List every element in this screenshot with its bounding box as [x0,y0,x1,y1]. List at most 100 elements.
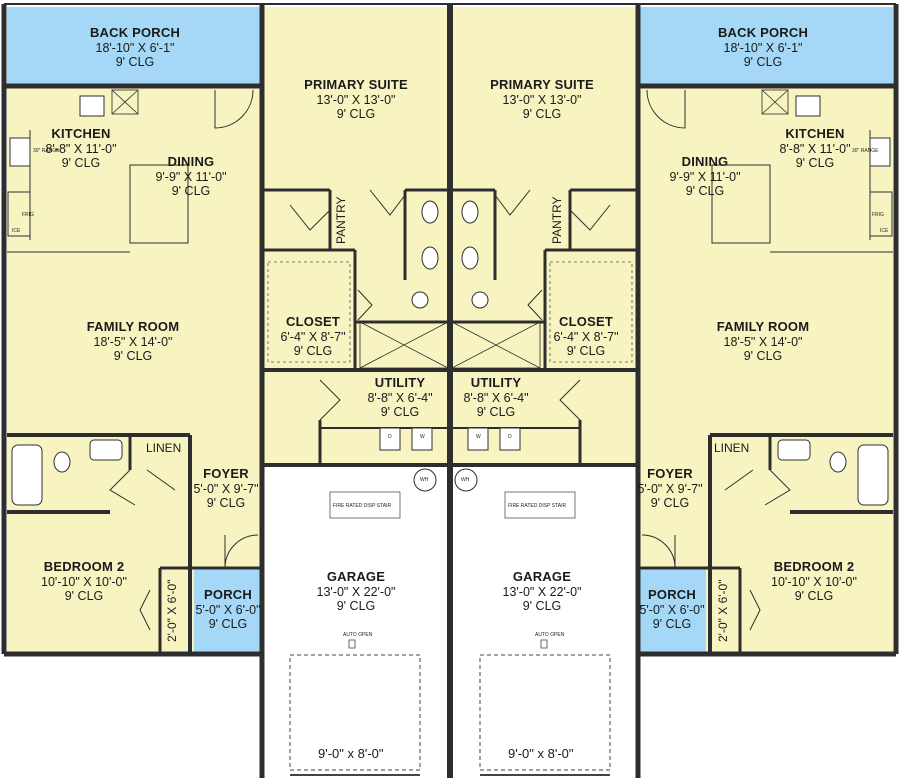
room-name: FAMILY ROOM [86,319,180,334]
room-ceiling: 9' CLG [566,344,606,359]
porch-right-fill [636,568,706,653]
back-porch-right-label: BACK PORCH 18'-10" X 6'-1" 9' CLG [708,25,818,70]
room-ceiling: 9' CLG [293,344,333,359]
garage-left-label: GARAGE 13'-0" X 22'-0" 9' CLG [306,569,406,614]
wh-left-label: WH [420,477,429,483]
room-name: FOYER [647,466,693,481]
stair-right-label: FIRE RATED DISP STAIR [508,503,567,509]
room-name: CLOSET [286,314,340,329]
auto-open-right-label: AUTO OPEN [535,632,565,638]
room-ceiling: 9' CLG [206,496,246,511]
room-name: BEDROOM 2 [773,559,855,574]
closet-door-right-label: 2'-0" X 6'-0" [716,579,730,642]
utility-left-label: UTILITY 8'-8" X 6'-4" 9' CLG [358,375,442,420]
room-fills [7,7,893,775]
shower-crosses [111,89,789,369]
room-dims: 8'-8" X 11'-0" [779,141,851,156]
room-dims: 9'-9" X 11'-0" [669,169,741,184]
room-dims: 6'-4" X 8'-7" [280,329,346,344]
room-ceiling: 9' CLG [61,156,101,171]
room-name: UTILITY [470,375,522,390]
washer-left-label: W [420,434,425,440]
room-dims: 13'-0" X 13'-0" [502,92,582,107]
dryer-right-label: D [508,434,512,440]
left-center-interior [264,7,448,465]
room-ceiling: 9' CLG [685,184,725,199]
garage-right-label: GARAGE 13'-0" X 22'-0" 9' CLG [492,569,592,614]
room-dims: 8'-8" X 6'-4" [463,390,529,405]
room-dims: 13'-0" X 13'-0" [316,92,396,107]
stair-left-label: FIRE RATED DISP STAIR [333,503,392,509]
bedroom-2-right-label: BEDROOM 2 10'-10" X 10'-0" 9' CLG [764,559,864,604]
right-unit-interior [636,88,893,653]
room-dims: 13'-0" X 22'-0" [316,584,396,599]
room-dims: 5'-0" X 6'-0" [639,602,705,617]
auto-open-symbols [348,639,548,649]
garage-right-fill [452,465,636,775]
room-dims: 5'-0" X 9'-7" [637,481,703,496]
room-dims: 6'-4" X 8'-7" [553,329,619,344]
kitchen-left-label: KITCHEN 8'-8" X 11'-0" 9' CLG [36,126,126,171]
back-porch-left-label: BACK PORCH 18'-10" X 6'-1" 9' CLG [80,25,190,70]
room-ceiling: 9' CLG [115,55,155,70]
closet-right-label: CLOSET 6'-4" X 8'-7" 9' CLG [546,314,626,359]
garage-left-fill [264,465,448,775]
foyer-left-label: FOYER 5'-0" X 9'-7" 9' CLG [188,466,264,511]
room-name: GARAGE [326,569,386,584]
room-dims: 9'-9" X 11'-0" [155,169,227,184]
fridge-right-label: FRIG [872,212,884,218]
room-name: PORCH [204,587,252,602]
room-name: BACK PORCH [717,25,809,40]
door-swings [109,89,791,631]
room-name: KITCHEN [785,126,845,141]
foyer-right-label: FOYER 5'-0" X 9'-7" 9' CLG [632,466,708,511]
room-name: KITCHEN [51,126,111,141]
range-left-label: 30" RANGE [33,148,60,154]
dining-left-label: DINING 9'-9" X 11'-0" 9' CLG [146,154,236,199]
room-ceiling: 9' CLG [743,55,783,70]
room-ceiling: 9' CLG [208,617,248,632]
porch-right-label: PORCH 5'-0" X 6'-0" 9' CLG [636,587,708,632]
room-ceiling: 9' CLG [652,617,692,632]
room-ceiling: 9' CLG [171,184,211,199]
garage-stairs [329,491,576,519]
room-name: DINING [681,154,729,169]
auto-open-left-label: AUTO OPEN [343,632,373,638]
room-dims: 18'-5" X 14'-0" [723,334,803,349]
linen-right-label: LINEN [714,441,750,455]
garage-door-right-label: 9'-0" x 8'-0" [508,746,574,761]
dining-right-label: DINING 9'-9" X 11'-0" 9' CLG [660,154,750,199]
room-name: FAMILY ROOM [716,319,810,334]
right-center-interior [452,7,636,465]
room-name: UTILITY [374,375,426,390]
closet-door-left-label: 2'-0" X 6'-0" [165,579,179,642]
left-unit-interior [7,88,264,653]
room-dims: 8'-8" X 6'-4" [367,390,433,405]
kitchen-right-label: KITCHEN 8'-8" X 11'-0" 9' CLG [770,126,860,171]
fixtures [9,95,891,506]
garage-door-left-label: 9'-0" x 8'-0" [318,746,384,761]
room-dims: 18'-10" X 6'-1" [723,40,803,55]
garage-doors [289,654,611,776]
porch-left-label: PORCH 5'-0" X 6'-0" 9' CLG [192,587,264,632]
laundry [379,427,521,451]
room-name: BEDROOM 2 [43,559,125,574]
room-dims: 5'-0" X 6'-0" [195,602,261,617]
room-ceiling: 9' CLG [336,599,376,614]
room-name: CLOSET [559,314,613,329]
room-ceiling: 9' CLG [476,405,516,420]
back-porch-right-fill [636,7,893,88]
room-dims: 8'-8" X 11'-0" [45,141,117,156]
room-ceiling: 9' CLG [113,349,153,364]
utility-right-label: UTILITY 8'-8" X 6'-4" 9' CLG [454,375,538,420]
ice-right-label: ICE [880,228,889,234]
wh-right-label: WH [461,477,470,483]
bedroom-2-left-label: BEDROOM 2 10'-10" X 10'-0" 9' CLG [34,559,134,604]
room-name: PORCH [648,587,696,602]
room-ceiling: 9' CLG [743,349,783,364]
room-ceiling: 9' CLG [522,599,562,614]
counters [7,130,893,244]
room-dims: 13'-0" X 22'-0" [502,584,582,599]
room-name: PRIMARY SUITE [490,77,594,92]
